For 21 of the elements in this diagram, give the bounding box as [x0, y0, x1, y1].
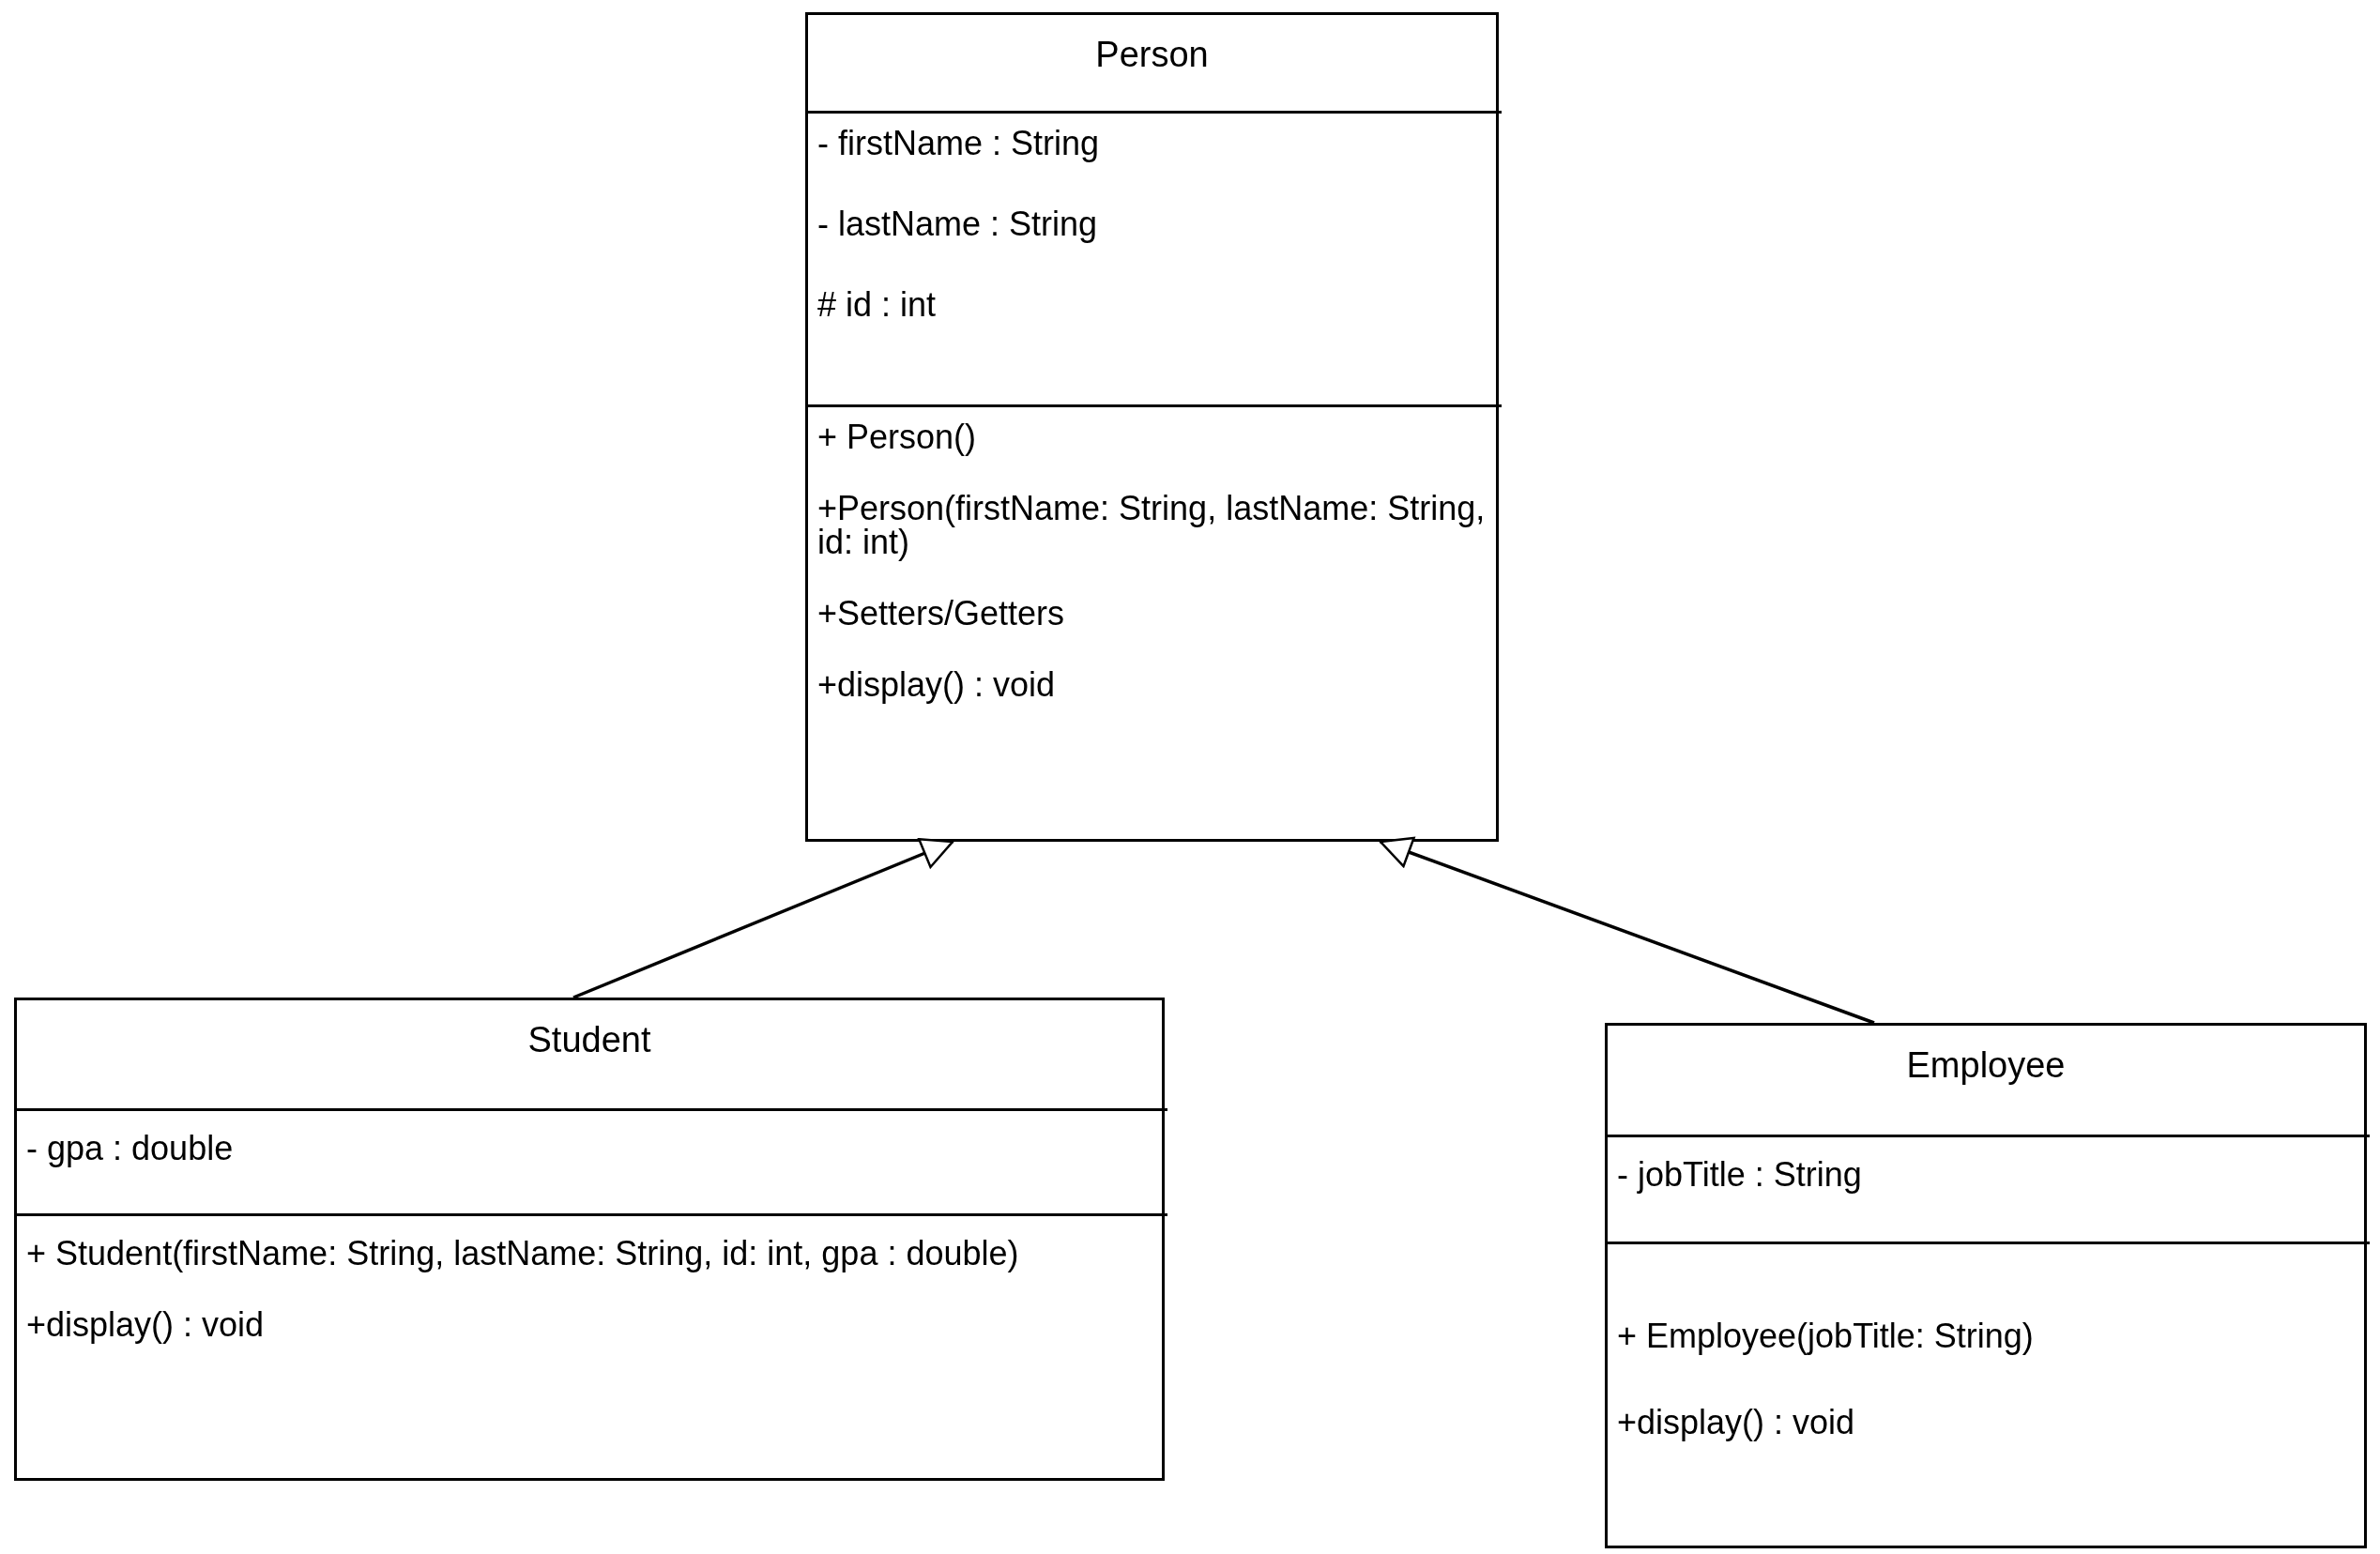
class-member: +display() : void — [817, 668, 1057, 702]
class-member: +display() : void — [1617, 1406, 1856, 1440]
class-member: + Person() — [817, 420, 978, 454]
class-member: +display() : void — [26, 1308, 266, 1342]
inheritance-arrow — [572, 838, 954, 999]
class-name: Student — [526, 1021, 652, 1060]
class-member: +Setters/Getters — [817, 597, 1066, 631]
class-member: + Student(firstName: String, lastName: String, id: int, gpa : double) — [26, 1237, 1020, 1271]
class-member: +Person(firstName: String, lastName: String, id: int) — [817, 492, 1487, 559]
class-box — [1605, 1023, 2367, 1548]
class-box — [14, 998, 1165, 1481]
inheritance-arrow — [1379, 836, 1875, 1025]
class-member: - firstName : String — [817, 127, 1101, 160]
class-member: + Employee(jobTitle: String) — [1617, 1319, 2035, 1353]
class-member: - lastName : String — [817, 207, 1099, 241]
class-member: # id : int — [817, 288, 938, 322]
class-member: - gpa : double — [26, 1132, 235, 1166]
class-name: Person — [1094, 36, 1210, 75]
class-box — [805, 12, 1499, 842]
class-name: Employee — [1905, 1046, 2067, 1086]
class-member: - jobTitle : String — [1617, 1158, 1863, 1192]
